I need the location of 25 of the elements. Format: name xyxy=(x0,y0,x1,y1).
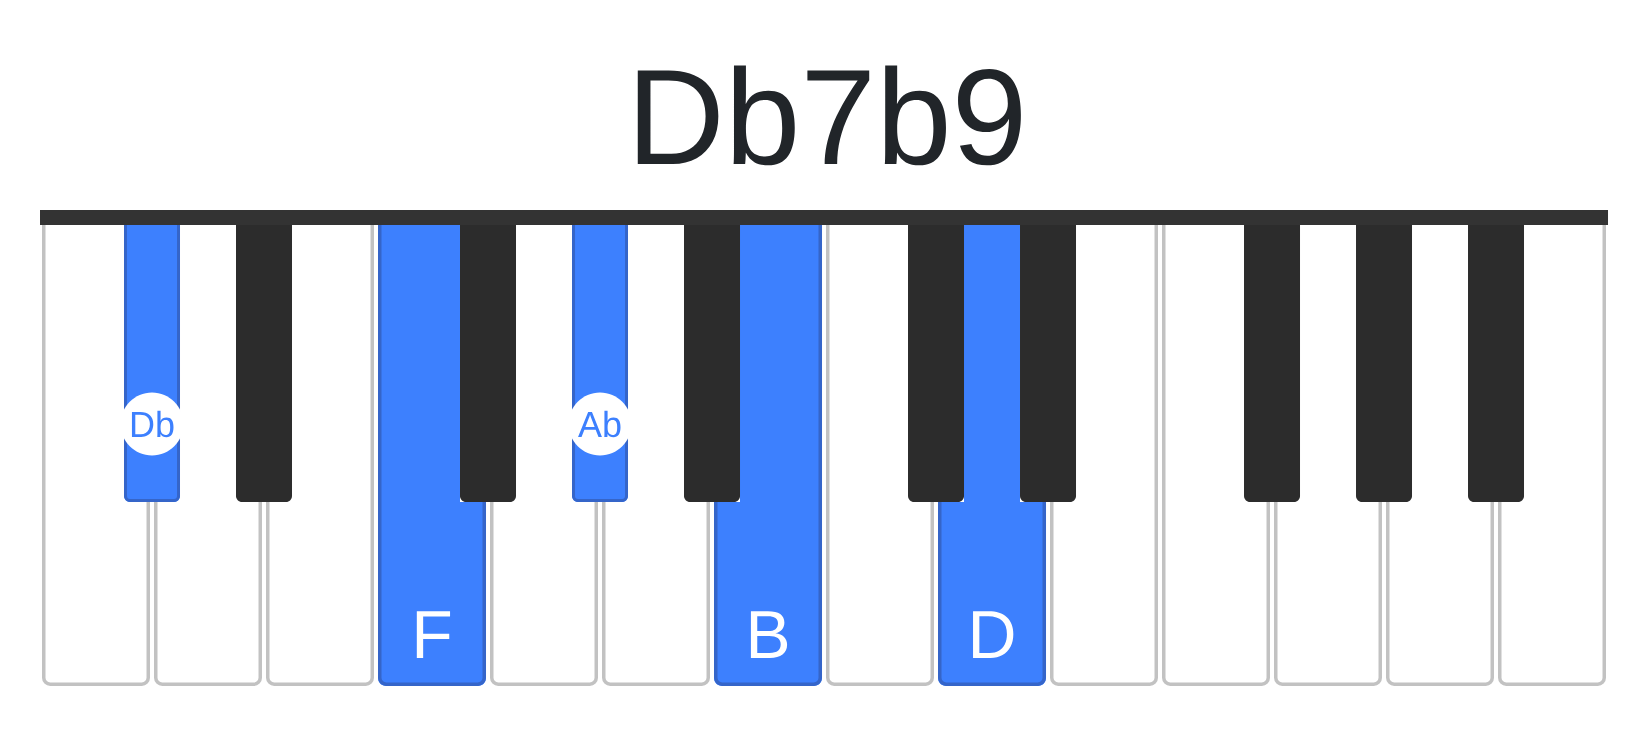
piano-key xyxy=(154,502,262,686)
note-label: F xyxy=(416,611,451,658)
piano-key xyxy=(1162,225,1270,686)
piano-key xyxy=(1020,225,1076,502)
piano-key xyxy=(490,502,598,686)
piano-key xyxy=(1050,225,1158,686)
piano-key xyxy=(266,225,374,686)
chord-title: Db7b9 xyxy=(637,65,1021,166)
piano-key xyxy=(1356,225,1412,502)
piano-key xyxy=(908,225,964,502)
keyboard-rail xyxy=(40,210,1608,225)
piano-key xyxy=(1244,225,1300,502)
piano-key xyxy=(1498,225,1606,686)
piano-key xyxy=(826,225,934,686)
note-badge: Db xyxy=(120,392,184,456)
piano-key xyxy=(1468,225,1524,502)
piano-key xyxy=(236,225,292,502)
piano-key xyxy=(684,225,740,502)
piano-key xyxy=(1386,502,1494,686)
note-badge: Ab xyxy=(568,392,632,456)
piano-key xyxy=(602,502,710,686)
note-label: B xyxy=(750,611,788,658)
piano-key xyxy=(460,225,516,502)
piano-key xyxy=(1274,502,1382,686)
note-label: D xyxy=(973,611,1014,658)
